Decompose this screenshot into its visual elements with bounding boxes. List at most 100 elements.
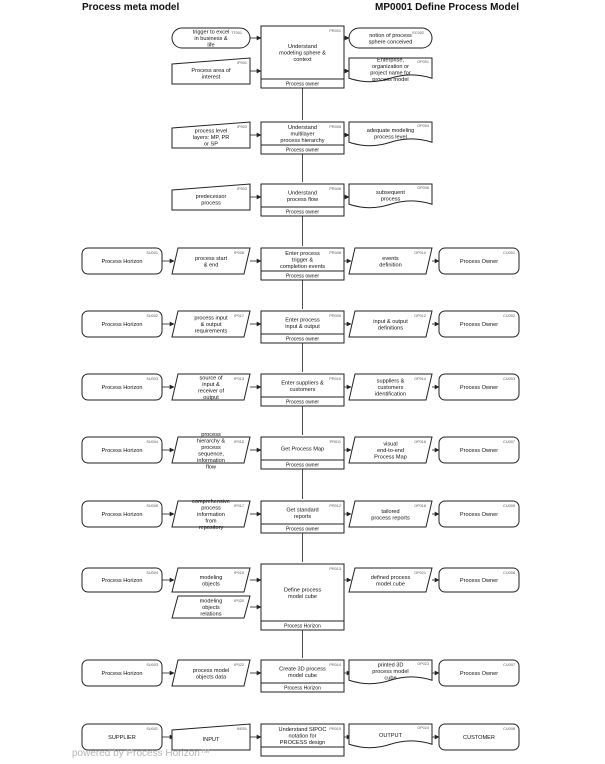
- actor-box: [81, 373, 163, 401]
- shape-code: PR013: [329, 567, 341, 571]
- actor-box: [438, 247, 520, 275]
- shape-code: OP018: [414, 504, 426, 508]
- actor-box: [81, 436, 163, 464]
- shape-code: PR014: [329, 663, 341, 667]
- shape-code: IP003: [237, 125, 247, 129]
- actor-label: Process Owner: [460, 671, 498, 677]
- shape-code: SU005: [146, 504, 158, 508]
- process-label: Get Process Map: [281, 447, 324, 453]
- input-label: INPUT: [203, 737, 220, 743]
- shape-code: OP006: [417, 186, 429, 190]
- actor-label: Process Horizon: [101, 512, 142, 518]
- process-owner-label: Process owner: [286, 210, 319, 216]
- data-label: process start& end: [195, 256, 227, 269]
- shape-code: IP003: [237, 187, 247, 191]
- shape-code: CU001: [503, 251, 515, 255]
- process-box: [260, 500, 345, 534]
- process-owner-label: Process owner: [286, 148, 319, 154]
- output-label: OUTPUT: [379, 733, 403, 739]
- data-parallelogram: [171, 310, 251, 338]
- actor-label: CUSTOMER: [463, 735, 495, 741]
- page-title-left: Process meta model: [82, 2, 180, 13]
- process-owner-label: Process Horizon: [284, 624, 321, 630]
- shape-code: EC002: [412, 31, 424, 35]
- process-box: [260, 247, 345, 281]
- shape-code: OP021: [414, 571, 426, 575]
- manual-input-shape: [171, 183, 251, 211]
- actor-box: [438, 567, 520, 593]
- shape-code: OP004: [417, 124, 429, 128]
- shape-code: PR009: [329, 314, 341, 318]
- actor-box: [81, 659, 163, 687]
- actor-label: Process Horizon: [101, 671, 142, 677]
- data-parallelogram: [348, 500, 433, 528]
- actor-box: [81, 723, 163, 751]
- shape-code: IP019: [234, 571, 244, 575]
- shape-code: CU007: [503, 663, 515, 667]
- actor-box: [438, 436, 520, 464]
- document-shape: [348, 57, 433, 83]
- manual-input-shape: [171, 57, 251, 85]
- shape-code: IP015: [234, 440, 244, 444]
- shape-code: PR001: [329, 29, 341, 33]
- process-box: [260, 373, 345, 407]
- shape-code: IP020: [234, 599, 244, 603]
- data-parallelogram: [171, 567, 251, 593]
- shape-code: IP017: [234, 504, 244, 508]
- actor-label: Process Owner: [460, 322, 498, 328]
- process-owner-label: Process owner: [286, 527, 319, 533]
- actor-box: [438, 310, 520, 338]
- actor-label: Process Owner: [460, 259, 498, 265]
- shape-code: IP013: [234, 377, 244, 381]
- data-parallelogram: [171, 436, 251, 464]
- shape-code: CU006: [503, 571, 515, 575]
- shape-code: SU004: [146, 571, 158, 575]
- shape-code: IP017: [234, 314, 244, 318]
- trigger-shape: [348, 27, 433, 49]
- actor-label: Process Horizon: [101, 322, 142, 328]
- actor-label: Process Owner: [460, 385, 498, 391]
- shape-code: IN001: [237, 727, 247, 731]
- actor-box: [438, 723, 520, 751]
- process-box: [260, 121, 345, 155]
- process-owner-label: Process owner: [286, 463, 319, 469]
- actor-box: [438, 373, 520, 401]
- process-label: Enter suppliers &customers: [281, 380, 324, 393]
- shape-code: CU005: [503, 504, 515, 508]
- process-box: [260, 25, 345, 89]
- shape-code: TT001: [231, 31, 242, 35]
- data-parallelogram: [348, 247, 433, 275]
- shape-code: OP001: [417, 60, 429, 64]
- shape-code: OP014: [414, 377, 426, 381]
- data-parallelogram: [348, 310, 433, 338]
- process-box: [260, 436, 345, 470]
- data-parallelogram: [171, 595, 251, 619]
- manual-input-shape: [171, 121, 251, 149]
- process-owner-label: Process owner: [286, 82, 319, 88]
- shape-code: PR015: [329, 727, 341, 731]
- actor-label: Process Owner: [460, 512, 498, 518]
- shape-code: CU008: [503, 727, 515, 731]
- shape-code: IP022: [234, 663, 244, 667]
- process-box: [260, 310, 345, 344]
- document-shape: [348, 121, 433, 147]
